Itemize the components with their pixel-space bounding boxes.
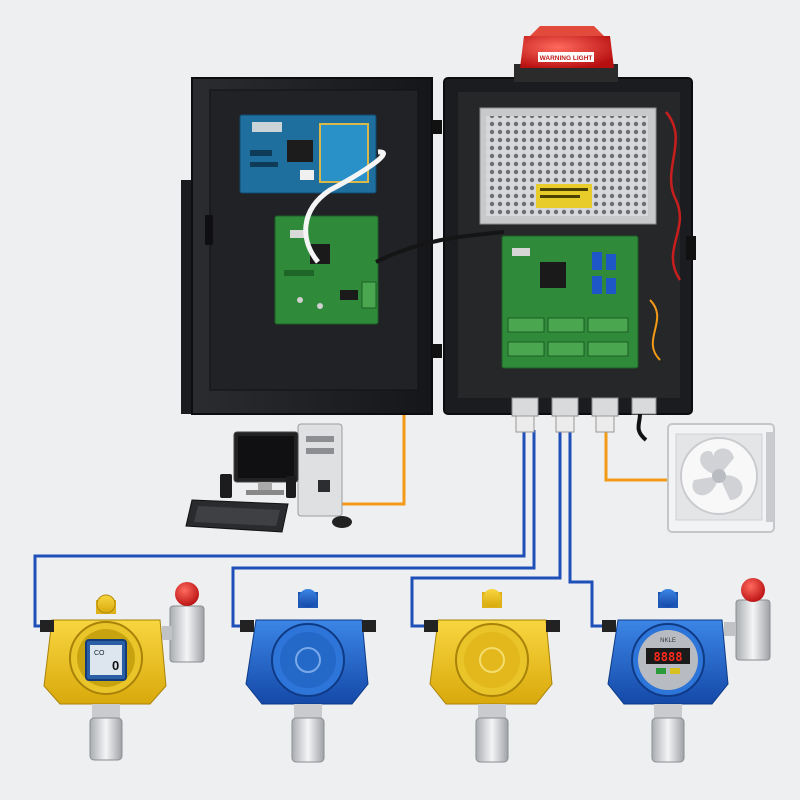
warning-light: WARNING LIGHT <box>514 26 618 82</box>
orange-wire-inside <box>649 299 661 361</box>
black-wire <box>375 230 505 264</box>
red-wire <box>665 111 682 281</box>
sensor-4-led-value: 8888 <box>654 650 683 664</box>
blue-wire-sensor-2 <box>231 430 536 628</box>
warning-light-label: WARNING LIGHT <box>540 55 593 62</box>
main-controller-pcb <box>501 235 639 369</box>
cable-glands <box>511 397 657 442</box>
blue-wire-sensor-3 <box>410 430 562 628</box>
desktop-computer <box>185 423 352 533</box>
gas-detector-4: NKLE 8888 <box>602 578 771 763</box>
interface-pcb <box>274 215 379 325</box>
exhaust-fan <box>667 423 775 533</box>
gas-detector-2 <box>240 589 376 763</box>
orange-wire-fan <box>604 420 668 482</box>
sensor-1-lcd-gas: CO <box>94 650 105 657</box>
sensor-4-brand: NKLE <box>660 638 676 644</box>
power-supply <box>479 107 657 225</box>
gas-detector-1: CO 0 <box>40 582 205 761</box>
wiring <box>33 290 668 628</box>
ribbon-cable <box>303 149 386 264</box>
sensor-1-lcd-value: 0 <box>112 658 119 673</box>
gas-detector-3 <box>424 589 560 763</box>
blue-wire-sensor-4 <box>568 430 610 628</box>
blue-wire-sensor-1 <box>33 430 526 628</box>
display-pcb <box>239 114 377 194</box>
